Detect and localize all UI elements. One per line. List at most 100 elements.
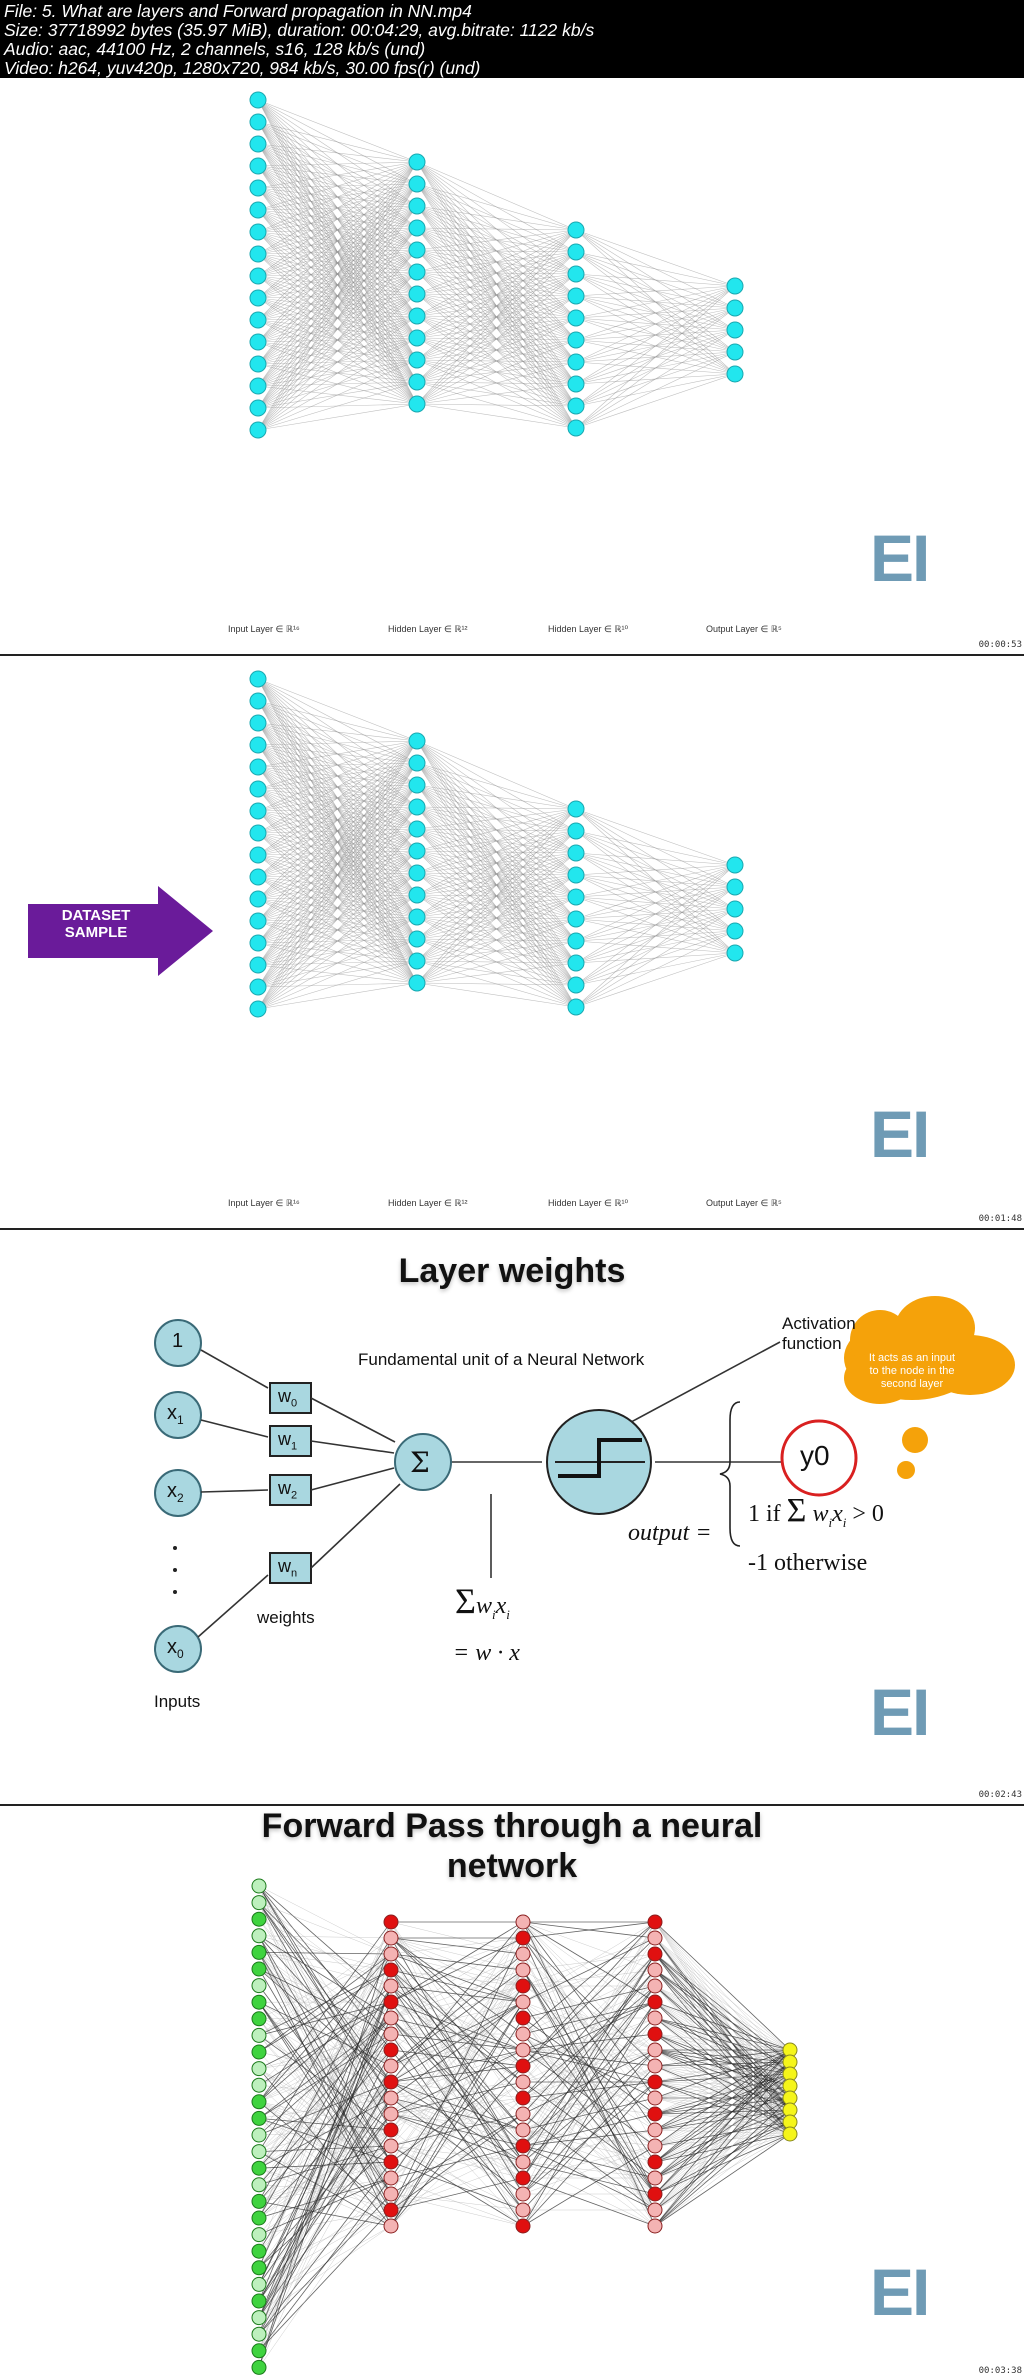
neuron-node [726,365,744,383]
neuron-node [249,890,267,908]
neuron-node [408,820,426,838]
neuron-node [249,868,267,886]
neuron-node [249,978,267,996]
input-node [251,2177,267,2193]
input-layer-label: Input Layer ∈ ℝ¹⁶ [228,624,300,634]
neuron-node [249,179,267,197]
neuron-node [408,285,426,303]
neuron-node [408,732,426,750]
neuron-node [408,307,426,325]
input-node [251,2343,267,2359]
neuron-node [249,934,267,952]
input-node [251,2044,267,2060]
hidden-node [647,1978,663,1994]
neuron-node [408,842,426,860]
input-node-x1: x1 [167,1402,184,1427]
hidden-node [515,1914,531,1930]
hidden-node [647,2218,663,2234]
weight-w0: w0 [278,1386,298,1410]
neuron-node [249,113,267,131]
neuron-node [567,331,585,349]
hidden-node [515,2010,531,2026]
neuron-node [567,844,585,862]
file-size-line: Size: 37718992 bytes (35.97 MiB), durati… [4,20,595,40]
neuron-node [567,954,585,972]
hidden-node [647,1930,663,1946]
neuron-node [249,399,267,417]
input-node [251,2359,267,2375]
neuron-node [726,343,744,361]
weights-label: weights [257,1608,315,1627]
neuron-node [249,956,267,974]
hidden-node [647,1946,663,1962]
hidden-node [383,2010,399,2026]
hidden-layer-1-label: Hidden Layer ∈ ℝ¹² [388,624,468,634]
neuron-node [726,856,744,874]
output-layer-label: Output Layer ∈ ℝ⁵ [706,624,782,634]
neuron-node [567,265,585,283]
frame-1-network-layers: Input Layer ∈ ℝ¹⁶ Hidden Layer ∈ ℝ¹² Hid… [0,78,1024,654]
input-node [251,1961,267,1977]
hidden-node [383,1962,399,1978]
input-node-bias: 1 [172,1330,184,1352]
neuron-node [567,822,585,840]
input-node [251,2144,267,2160]
hidden-node [383,1994,399,2010]
inputs-label: Inputs [154,1692,201,1711]
neuron-node [567,910,585,928]
frame-timestamp: 00:03:38 [978,2366,1022,2376]
input-node [251,2260,267,2276]
neuron-node [567,932,585,950]
hidden-layer-1-label: Hidden Layer ∈ ℝ¹² [388,1198,468,1208]
hidden-node [383,2218,399,2234]
hidden-node [515,2202,531,2218]
neuron-node [249,355,267,373]
ei-logo: EI [870,1097,930,1171]
neuron-node [249,1000,267,1018]
neuron-node [249,267,267,285]
hidden-node [383,1978,399,1994]
hidden-node [383,2202,399,2218]
ei-logo: EI [870,521,930,595]
frame-3-layer-weights: Layer weights [0,1230,1024,1804]
hidden-node [647,2058,663,2074]
neuron-node [408,153,426,171]
output-node [782,2126,798,2142]
neuron-node [249,802,267,820]
neuron-node [726,922,744,940]
neuron-node [249,670,267,688]
hidden-node [383,2170,399,2186]
neuron-node [249,758,267,776]
neuron-node [408,219,426,237]
input-node-x0: x0 [167,1636,184,1661]
file-info-header: File: 5. What are layers and Forward pro… [0,0,1024,78]
slide-title: Forward Pass through a neural network [261,1807,763,1885]
hidden-layer-2-label: Hidden Layer ∈ ℝ¹⁰ [548,1198,629,1208]
dataset-arrow-icon [28,886,213,976]
network-diagram-1 [249,91,744,439]
input-node [251,2027,267,2043]
hidden-node [383,2106,399,2122]
connections [258,1885,791,2368]
neuron-node [726,321,744,339]
input-node [251,2243,267,2259]
input-node [251,2210,267,2226]
neuron-node [567,888,585,906]
sum-symbol: Σ [410,1446,430,1479]
neuron-node [408,776,426,794]
neuron-node [567,998,585,1016]
input-node-x2: x2 [167,1480,184,1505]
neuron-node [567,419,585,437]
hidden-node [515,1962,531,1978]
hidden-node [383,2122,399,2138]
frame-separator [0,654,1024,656]
neuron-node [249,912,267,930]
neuron-node [567,353,585,371]
hidden-node [383,1946,399,1962]
input-node [251,1994,267,2010]
neuron-node [249,824,267,842]
neuron-node [726,277,744,295]
neuron-node [249,311,267,329]
hidden-node [383,2074,399,2090]
neuron-node [408,241,426,259]
